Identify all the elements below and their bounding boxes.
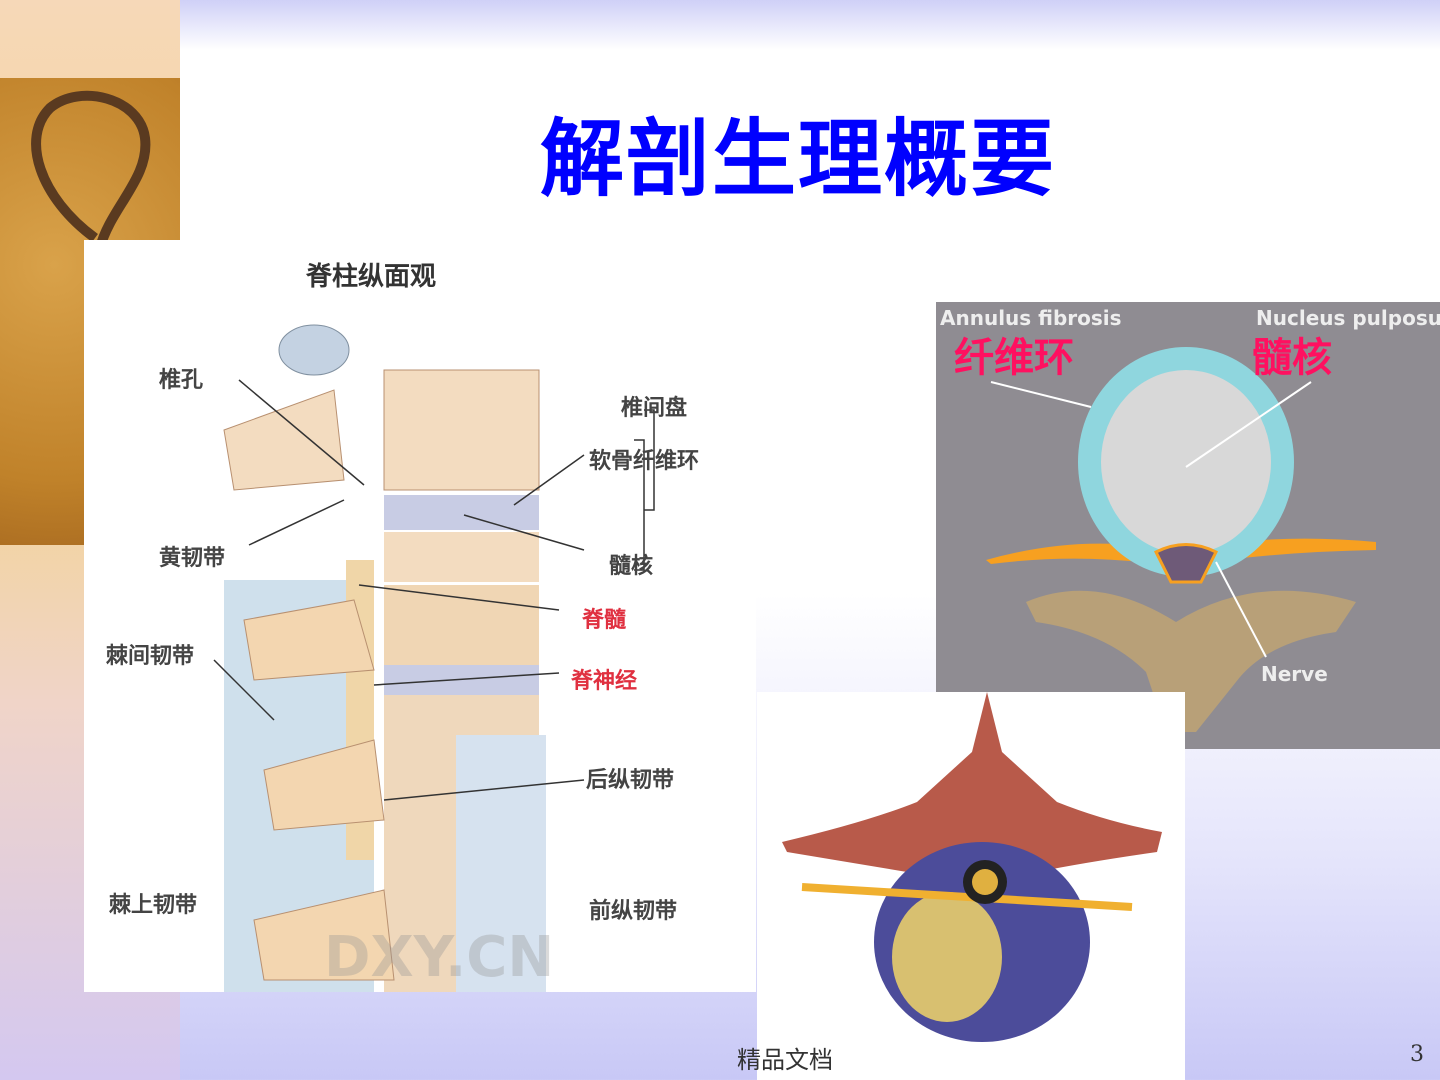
page-number: 3 — [1410, 1042, 1424, 1067]
watermark: DXY.CN — [324, 925, 555, 990]
label-ligamentum-flavum: 黄韧带 — [159, 546, 226, 571]
label-nucleus: 髓核 — [609, 554, 654, 579]
disc-axial-figure: Annulus fibrosis Nucleus pulposus Nerve … — [936, 302, 1440, 749]
annulus-cn-annotation: 纤维环 — [954, 334, 1074, 381]
label-interspinous: 棘间韧带 — [106, 644, 195, 669]
annulus-en-label: Annulus fibrosis — [940, 306, 1122, 330]
top-band — [180, 0, 1440, 50]
label-spinal-nerve: 脊神经 — [571, 669, 638, 694]
nerve-label: Nerve — [1261, 662, 1328, 686]
slide-title: 解剖生理概要 — [540, 109, 1057, 208]
nucleus-en-label: Nucleus pulposus — [1256, 306, 1440, 330]
figure-title: 脊柱纵面观 — [306, 262, 437, 292]
label-anterior-longitudinal: 前纵韧带 — [589, 899, 678, 924]
spine-sagittal-figure: 脊柱纵面观 椎孔 黄韧带 棘间韧带 棘上韧带 椎间盘 软骨纤维环 髓核 脊髓 脊… — [84, 240, 756, 992]
label-posterior-longitudinal: 后纵韧带 — [586, 768, 675, 793]
label-supraspinous: 棘上韧带 — [109, 893, 198, 918]
label-spinal-cord: 脊髓 — [582, 608, 627, 633]
label-annulus: 软骨纤维环 — [589, 449, 700, 474]
label-disc: 椎间盘 — [621, 396, 688, 421]
nucleus-cn-annotation: 髓核 — [1252, 334, 1332, 381]
label-foramen: 椎孔 — [159, 368, 204, 393]
footer-text: 精品文档 — [737, 1046, 833, 1074]
vertebra-disc-illustration — [757, 692, 1185, 1080]
